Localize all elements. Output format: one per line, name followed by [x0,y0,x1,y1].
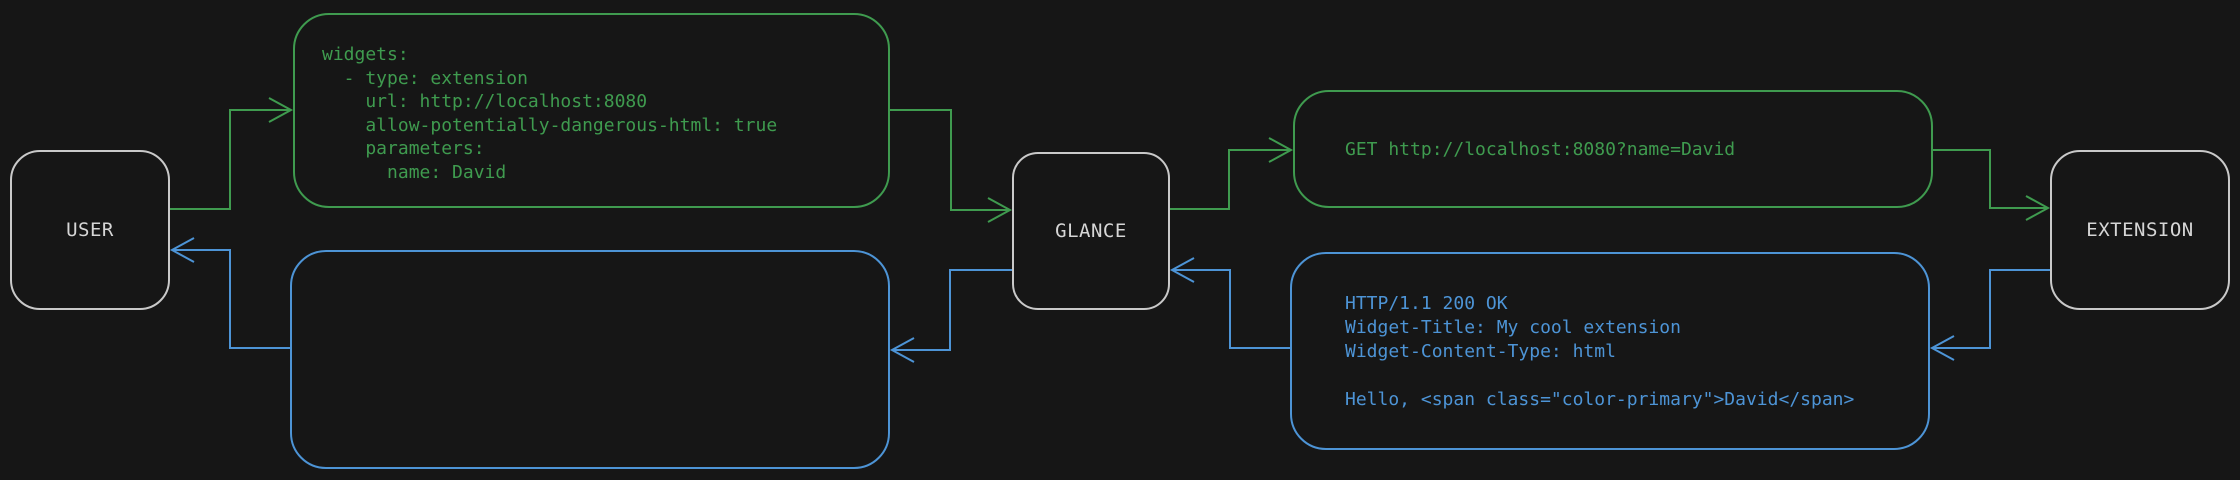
http-response-box: HTTP/1.1 200 OK Widget-Title: My cool ex… [1290,252,1930,450]
extension-node: EXTENSION [2050,150,2230,310]
extension-node-label: EXTENSION [2086,219,2194,241]
arrow-widget-to-user [169,237,290,349]
arrow-glance-to-request [1170,137,1294,210]
glance-node-label: GLANCE [1055,220,1127,242]
glance-node: GLANCE [1012,152,1170,310]
http-response-text: HTTP/1.1 200 OK Widget-Title: My cool ex… [1345,293,1855,410]
arrow-config-to-glance [890,109,1013,223]
config-yaml-text: widgets: - type: extension url: http://l… [322,44,778,183]
config-yaml-box: widgets: - type: extension url: http://l… [293,13,890,208]
arrow-response-to-glance [1169,257,1290,349]
arrow-extension-to-response [1929,269,2050,361]
arrow-request-to-extension [1933,149,2051,221]
user-node-label: USER [66,219,114,241]
user-node: USER [10,150,170,310]
http-request-text: GET http://localhost:8080?name=David [1345,138,1736,160]
widget-preview-box: MY COOL EXTENSION Hello, David [290,250,890,469]
arrow-user-to-config [170,97,294,210]
arrow-glance-to-widget [889,269,1012,363]
http-request-box: GET http://localhost:8080?name=David [1293,90,1933,208]
